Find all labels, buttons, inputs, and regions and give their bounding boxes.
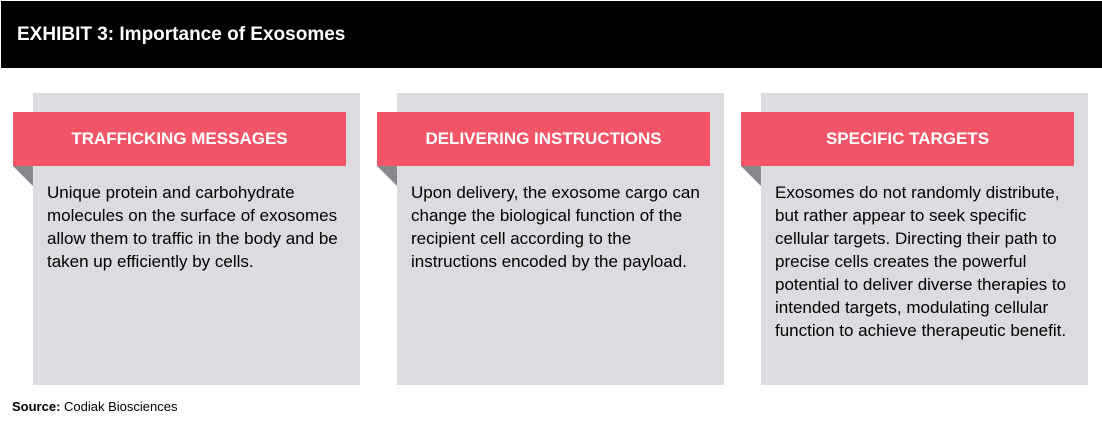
exhibit-title: EXHIBIT 3: Importance of Exosomes [17,24,346,45]
exhibit-header: EXHIBIT 3: Importance of Exosomes [1,1,1102,68]
card-heading: TRAFFICKING MESSAGES [71,129,288,148]
card-heading-ribbon: SPECIFIC TARGETS [741,112,1074,166]
source-label: Source: [12,399,61,414]
card-heading: SPECIFIC TARGETS [825,129,990,148]
source-text: Codiak Biosciences [64,399,178,414]
source-note: Source: Codiak Biosciences [12,399,177,415]
ribbon-fold [13,166,33,186]
ribbon-fold [377,166,397,186]
card-body-text: Unique protein and carbohydrate molecule… [47,183,338,271]
ribbon-fold [741,166,761,186]
card-heading-ribbon: TRAFFICKING MESSAGES [13,112,346,166]
card-heading-ribbon: DELIVERING INSTRUCTIONS [377,112,710,166]
card-body-text: Exosomes do not randomly distribute, but… [775,183,1067,340]
card-heading: DELIVERING INSTRUCTIONS [425,129,662,148]
card-body-text: Upon delivery, the exosome cargo can cha… [411,183,700,271]
